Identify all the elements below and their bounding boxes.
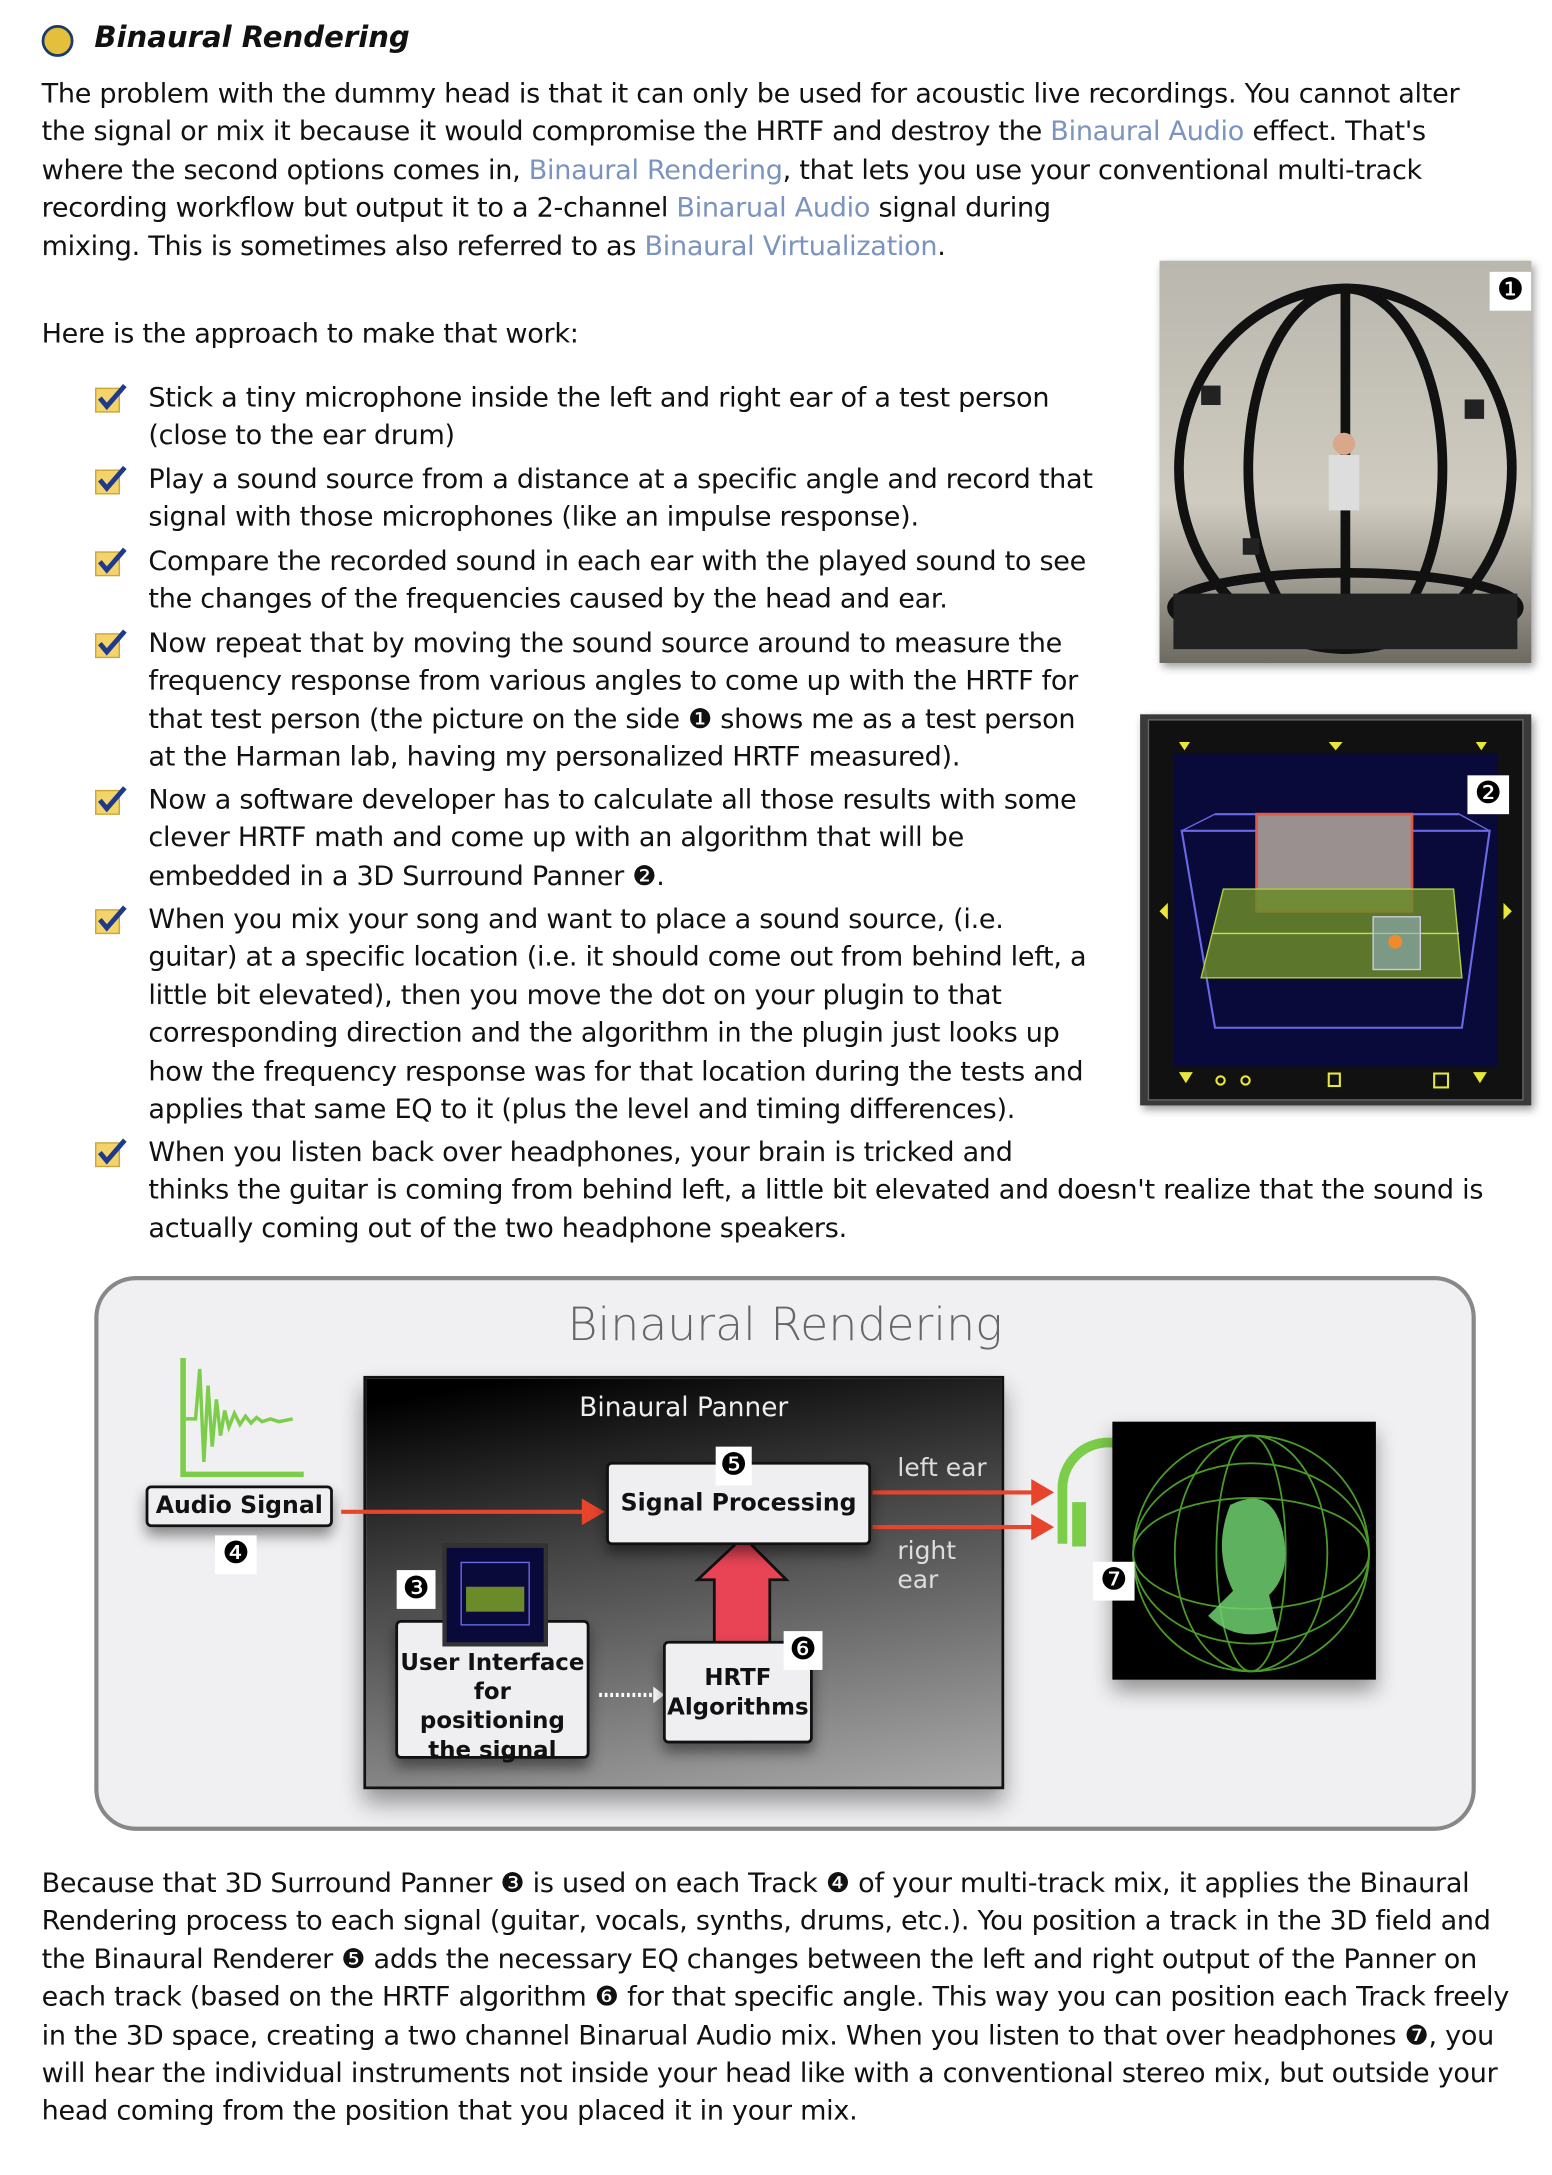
checkbox-checked-icon xyxy=(94,904,127,935)
intro-line: the signal or mix it because it would co… xyxy=(42,113,1460,151)
waveform-icon xyxy=(180,1357,304,1478)
step-item: Now a software developer has to calculat… xyxy=(148,781,1076,895)
checkbox-checked-icon xyxy=(94,628,127,659)
hrtf-box-line: HRTF xyxy=(704,1664,772,1691)
audio-signal-label: Audio Signal xyxy=(155,1492,323,1521)
intro-paragraph: The problem with the dummy head is that … xyxy=(42,75,1460,265)
intro-text: mixing. This is sometimes also referred … xyxy=(41,229,645,262)
closing-line: the Binaural Renderer ❺ adds the necessa… xyxy=(41,1942,1478,1975)
closing-paragraph: Because that 3D Surround Panner ❸ is use… xyxy=(41,1864,1510,2130)
intro-text: the signal or mix it because it would co… xyxy=(41,115,1051,148)
step-item: When you listen back over headphones, yo… xyxy=(148,1133,1483,1247)
step-line: little bit elevated), then you move the … xyxy=(148,978,1002,1011)
step-line: thinks the guitar is coming from behind … xyxy=(148,1173,1484,1206)
step-line: actually coming out of the two headphone… xyxy=(148,1211,847,1244)
closing-line: in the 3D space, creating a two channel … xyxy=(41,2018,1495,2051)
step-line: Compare the recorded sound in each ear w… xyxy=(148,545,1087,577)
step-item: Play a sound source from a distance at a… xyxy=(148,460,1093,536)
step-line: Now a software developer has to calculat… xyxy=(148,783,1077,816)
step-line: that test person (the picture on the sid… xyxy=(148,702,1076,735)
intro-text: recording workflow but output it to a 2-… xyxy=(41,191,677,224)
binaural-rendering-diagram: Binaural Rendering Audio Signal ❹ Binaur… xyxy=(94,1276,1476,1831)
step-line: guitar) at a specific location (i.e. it … xyxy=(148,940,1087,973)
intro-line: where the second options comes in, Binau… xyxy=(42,151,1460,189)
step-item: Now repeat that by moving the sound sour… xyxy=(148,624,1078,776)
badge-3: ❸ xyxy=(396,1570,436,1609)
step-line: (close to the ear drum) xyxy=(148,419,455,452)
checkbox-checked-icon xyxy=(94,465,127,496)
step-item: Compare the recorded sound in each ear w… xyxy=(148,542,1086,618)
badge-6: ❻ xyxy=(783,1631,823,1670)
step-line: frequency response from various angles t… xyxy=(148,664,1079,697)
badge-7: ❼ xyxy=(1092,1561,1135,1601)
step-line: at the Harman lab, having my personalize… xyxy=(148,740,961,773)
hrtf-lab-photo: ❶ xyxy=(1159,260,1532,663)
step-line: Stick a tiny microphone inside the left … xyxy=(148,381,1050,414)
mini-panner-thumbnail xyxy=(442,1543,548,1647)
step-line: applies that same EQ to it (plus the lev… xyxy=(148,1092,1016,1125)
intro-text: The problem with the dummy head is that … xyxy=(41,77,1460,110)
ui-box-line: for positioning xyxy=(419,1678,565,1734)
intro-line: recording workflow but output it to a 2-… xyxy=(42,189,1460,227)
3d-surround-panner-screenshot: ❷ xyxy=(1140,714,1532,1106)
badge-4: ❹ xyxy=(214,1535,257,1575)
intro-text: where the second options comes in, xyxy=(41,153,529,186)
glossary-link[interactable]: Binaural Rendering xyxy=(528,153,783,186)
hrtf-box-line: Algorithms xyxy=(667,1693,809,1720)
step-item: Stick a tiny microphone inside the left … xyxy=(148,379,1049,455)
checkbox-checked-icon xyxy=(94,1137,127,1168)
step-item: When you mix your song and want to place… xyxy=(148,900,1086,1128)
glossary-link[interactable]: Binarual Audio xyxy=(676,191,871,224)
step-line: clever HRTF math and come up with an alg… xyxy=(148,821,964,854)
intro-text: , that lets you use your conventional mu… xyxy=(782,153,1423,186)
step-line: embedded in a 3D Surround Panner ❷. xyxy=(148,859,665,892)
left-ear-label: left ear xyxy=(897,1453,987,1483)
intro-line: The problem with the dummy head is that … xyxy=(42,75,1460,113)
diagram-title: Binaural Rendering xyxy=(567,1296,1003,1351)
closing-line: Rendering process to each signal (guitar… xyxy=(41,1904,1491,1937)
closing-line: head coming from the position that you p… xyxy=(41,2094,858,2127)
glossary-link[interactable]: Binaural Audio xyxy=(1050,115,1245,148)
step-line: how the frequency response was for that … xyxy=(148,1054,1084,1087)
badge-5: ❺ xyxy=(715,1446,752,1486)
glossary-link[interactable]: Binaural Virtualization xyxy=(644,229,938,262)
right-ear-label: right ear xyxy=(897,1536,957,1596)
closing-line: will hear the individual instruments not… xyxy=(41,2056,1498,2089)
step-line: the changes of the frequencies caused by… xyxy=(148,583,948,616)
step-line: When you mix your song and want to place… xyxy=(148,902,1004,935)
checkbox-checked-icon xyxy=(94,546,127,577)
step-line: When you listen back over headphones, yo… xyxy=(148,1135,1013,1168)
section-title: Binaural Rendering xyxy=(94,20,410,55)
figure-2-badge: ❷ xyxy=(1467,775,1510,815)
intro-text: effect. That's xyxy=(1244,115,1426,148)
ui-box-line: User Interface xyxy=(400,1649,585,1676)
audio-signal-box: Audio Signal xyxy=(145,1485,333,1528)
checkbox-checked-icon xyxy=(94,785,127,816)
step-line: Play a sound source from a distance at a… xyxy=(148,463,1093,496)
figure-1-badge: ❶ xyxy=(1489,271,1532,311)
panner-title: Binaural Panner xyxy=(579,1392,789,1424)
virtual-head-image xyxy=(1112,1421,1376,1680)
heading-bullet-icon xyxy=(41,24,74,57)
intro-text: signal during xyxy=(870,191,1051,224)
closing-line: Because that 3D Surround Panner ❸ is use… xyxy=(41,1866,1470,1899)
step-line: corresponding direction and the algorith… xyxy=(148,1016,1060,1049)
ui-box-line: the signal xyxy=(428,1736,557,1763)
intro-line: mixing. This is sometimes also referred … xyxy=(42,227,1460,265)
signal-processing-label: Signal Processing xyxy=(620,1489,857,1518)
checkbox-checked-icon xyxy=(94,383,127,414)
intro-text: . xyxy=(937,229,946,262)
closing-line: each track (based on the HRTF algorithm … xyxy=(41,1980,1510,2013)
step-line: Now repeat that by moving the sound sour… xyxy=(148,626,1063,659)
approach-label: Here is the approach to make that work: xyxy=(41,317,579,350)
step-line: signal with those microphones (like an i… xyxy=(148,501,919,534)
